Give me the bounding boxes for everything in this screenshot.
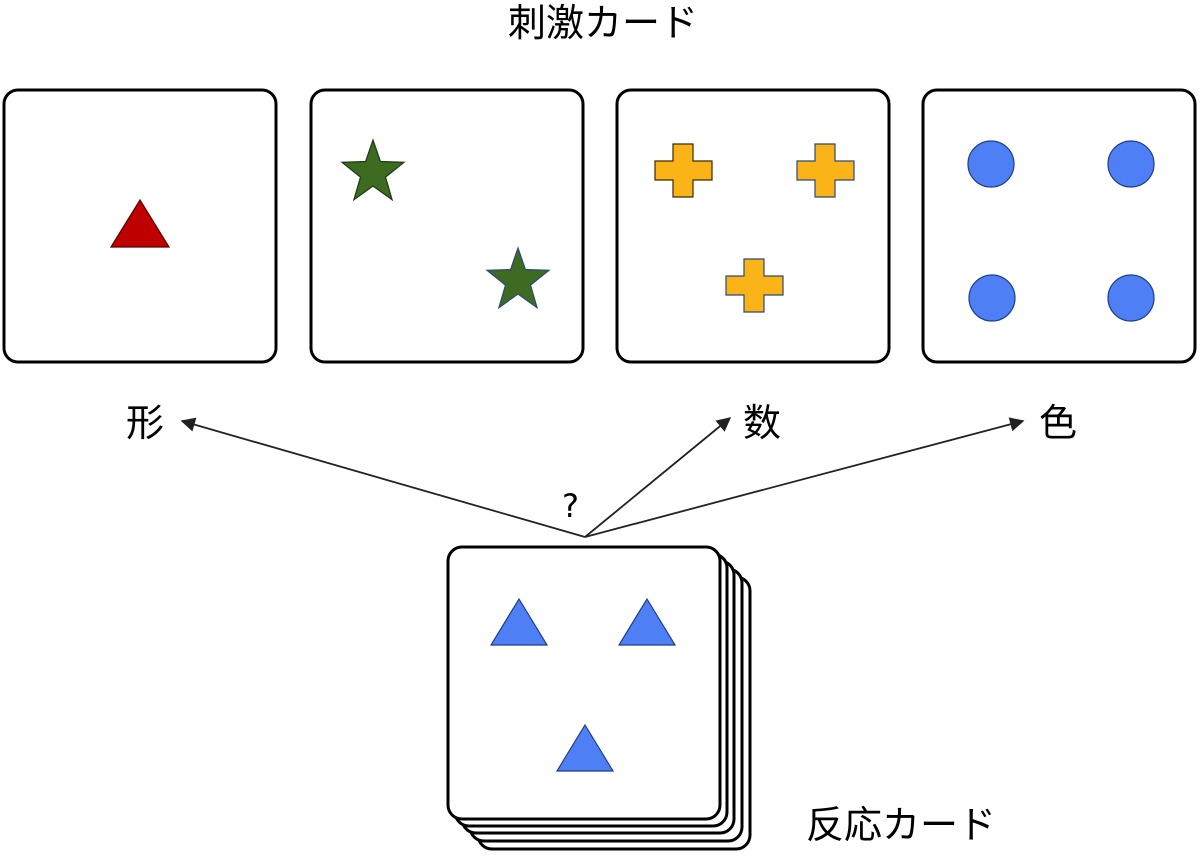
- circle-icon: [967, 140, 1015, 188]
- stimulus-card-4: [921, 88, 1197, 364]
- arrow-to-color: [584, 417, 1025, 538]
- circle-icon: [1107, 140, 1155, 188]
- response-card: [446, 545, 722, 821]
- dimension-arrows: [180, 417, 1025, 538]
- circle-icon: [968, 274, 1016, 322]
- cross-icon: [725, 258, 784, 313]
- response-card-deck: [446, 545, 752, 851]
- response-card-label: 反応カード: [806, 803, 997, 847]
- triangle-icon: [489, 597, 549, 646]
- stimulus-card-1: [2, 88, 278, 364]
- question-mark: ?: [562, 487, 579, 525]
- stimulus-card-2: [309, 88, 585, 364]
- page-title: 刺激カード: [508, 1, 699, 45]
- dimension-label-shape: 形: [126, 401, 165, 445]
- triangle-icon: [109, 198, 171, 248]
- stimulus-card-3: [615, 88, 891, 364]
- triangle-icon: [555, 723, 615, 772]
- cross-icon: [654, 143, 713, 198]
- star-icon: [340, 138, 406, 202]
- triangle-icon: [617, 597, 677, 646]
- arrow-to-shape: [180, 417, 586, 538]
- dimension-label-number: 数: [743, 401, 782, 445]
- cross-icon: [796, 143, 855, 198]
- circle-icon: [1107, 274, 1155, 322]
- arrow-to-number: [584, 417, 732, 538]
- dimension-label-color: 色: [1039, 401, 1078, 445]
- star-icon: [485, 246, 551, 310]
